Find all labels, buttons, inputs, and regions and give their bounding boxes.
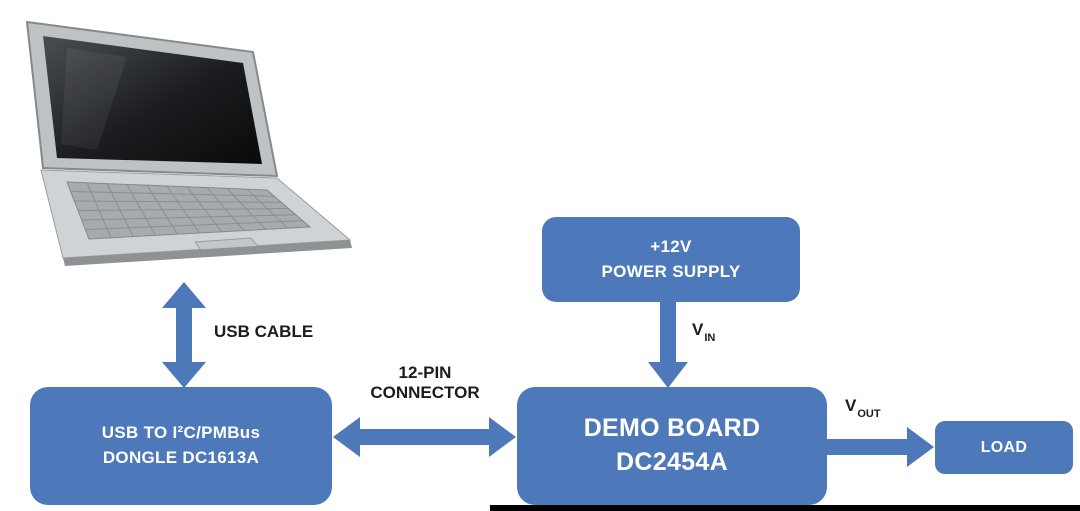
laptop-screen — [43, 36, 262, 164]
vout-arrow — [827, 427, 934, 467]
laptop-image — [25, 20, 352, 266]
connector-label: 12-PIN CONNECTOR — [350, 363, 500, 403]
dongle-box-line1: USB TO I²C/PMBus — [101, 423, 261, 443]
connector-label-line2: CONNECTOR — [370, 383, 480, 402]
usb-cable-label: USB CABLE — [214, 322, 314, 341]
power-supply-box: +12V POWER SUPPLY — [542, 217, 800, 302]
demo-board-box: DEMO BOARD DC2454A — [517, 387, 827, 505]
keyboard-grid — [70, 182, 303, 239]
vin-label-main: V — [692, 320, 704, 339]
vout-label-sub: OUT — [857, 408, 881, 421]
vin-arrow — [648, 302, 688, 388]
vin-label: VIN — [692, 320, 716, 346]
dongle-box: USB TO I²C/PMBus DONGLE DC1613A — [30, 387, 332, 505]
vin-label-sub: IN — [704, 332, 716, 345]
power-box-line1: +12V — [650, 236, 692, 256]
load-box: LOAD — [935, 421, 1073, 474]
laptop-front-edge — [63, 240, 352, 266]
connector-label-line1: 12-PIN — [398, 363, 452, 382]
vout-label-main: V — [845, 396, 857, 415]
usb-cable-arrow — [162, 282, 206, 388]
demo-box-line1: DEMO BOARD — [583, 414, 761, 443]
bottom-bar — [490, 505, 1080, 511]
vout-label: VOUT — [845, 396, 881, 422]
dongle-box-line2: DONGLE DC1613A — [102, 448, 260, 467]
screen-reflection — [61, 48, 127, 150]
load-box-label: LOAD — [980, 438, 1028, 456]
connector-arrow — [333, 417, 516, 457]
demo-box-line2: DC2454A — [616, 448, 728, 476]
power-box-line2: POWER SUPPLY — [601, 261, 741, 281]
